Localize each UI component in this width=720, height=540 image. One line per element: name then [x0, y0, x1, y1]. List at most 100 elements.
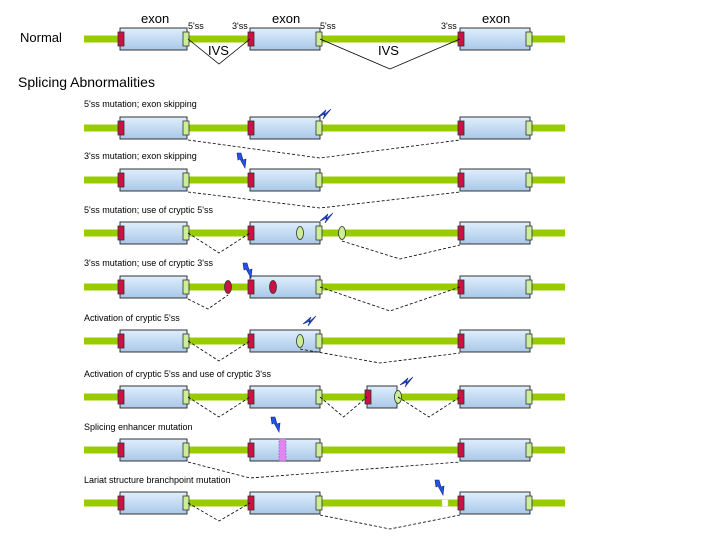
exon-box	[459, 385, 531, 409]
splice-site-5ss	[525, 389, 533, 405]
splice-site-5ss	[525, 120, 533, 136]
oval-marker-icon	[224, 280, 232, 294]
splice-site-3ss	[117, 495, 125, 511]
splice-site-5ss	[315, 172, 323, 188]
splice-site-5ss	[525, 172, 533, 188]
lightning-icon	[270, 416, 281, 433]
splice-site-5ss	[525, 333, 533, 349]
splice-site-5ss	[182, 225, 190, 241]
lightning-icon	[236, 152, 247, 169]
splice-site-5ss	[525, 279, 533, 295]
splice-site-5ss	[315, 389, 323, 405]
exon-box	[249, 329, 321, 353]
splicing-line	[187, 232, 251, 254]
splice-site-5ss	[182, 495, 190, 511]
exon-box	[249, 116, 321, 140]
splice-site-5ss	[182, 442, 190, 458]
exon-label-3: exon	[482, 11, 511, 26]
section-title: Splicing Abnormalities	[18, 74, 155, 90]
splice-site-3ss	[457, 389, 465, 405]
splice-site-3ss	[117, 333, 125, 349]
splicing-line	[187, 191, 461, 209]
enhancer-box-icon	[278, 438, 287, 462]
splicing-line	[187, 340, 251, 362]
splicing-line	[187, 396, 251, 418]
splice-site-5ss	[315, 333, 323, 349]
splicing-line	[187, 139, 461, 159]
exon-box	[459, 275, 531, 299]
lightning-icon	[434, 479, 445, 496]
row-title-3ss-skip: 3'ss mutation; exon skipping	[84, 151, 197, 161]
splice-site-5ss	[315, 31, 323, 47]
exon-box	[249, 275, 321, 299]
exon-box	[249, 491, 321, 515]
exon-box	[119, 385, 188, 409]
splice-site-3ss	[247, 120, 255, 136]
splice-site-3ss	[117, 389, 125, 405]
ivs-label-b: IVS	[378, 43, 399, 58]
splice-site-3ss	[247, 31, 255, 47]
splice-site-3ss	[457, 31, 465, 47]
splice-site-3ss	[247, 172, 255, 188]
splicing-line	[187, 502, 251, 522]
splicing-line	[397, 396, 461, 418]
ss3-label-b: 3'ss	[441, 21, 457, 31]
splice-site-5ss	[182, 333, 190, 349]
row-title-branchpoint: Lariat structure branchpoint mutation	[84, 475, 231, 485]
splice-site-5ss	[315, 120, 323, 136]
splice-site-5ss	[182, 172, 190, 188]
splice-site-5ss	[525, 495, 533, 511]
intron-line	[84, 283, 565, 291]
exon-box	[459, 116, 531, 140]
splice-site-3ss	[117, 442, 125, 458]
splice-site-3ss	[247, 442, 255, 458]
ss3-label-a: 3'ss	[232, 21, 248, 31]
splice-site-3ss	[117, 120, 125, 136]
exon-box	[459, 329, 531, 353]
exon-box	[459, 27, 531, 51]
row-title-activation-5ss: Activation of cryptic 5'ss	[84, 313, 180, 323]
exon-box	[459, 221, 531, 245]
lightning-icon	[302, 315, 317, 327]
oval-marker-icon	[269, 280, 277, 294]
splice-site-5ss	[525, 225, 533, 241]
exon-label-2: exon	[272, 11, 301, 26]
exon-box	[459, 438, 531, 462]
exon-box	[119, 27, 188, 51]
splicing-line	[319, 38, 461, 70]
splicing-line	[319, 514, 461, 530]
splice-site-5ss	[525, 31, 533, 47]
splicing-line	[187, 461, 461, 479]
intron-line	[84, 124, 565, 132]
splice-site-3ss	[364, 389, 372, 405]
exon-label-1: exon	[141, 11, 170, 26]
splice-site-3ss	[457, 442, 465, 458]
splice-site-3ss	[457, 495, 465, 511]
splice-site-5ss	[525, 442, 533, 458]
ss5-label-a: 5'ss	[188, 21, 204, 31]
exon-box	[249, 221, 321, 245]
lightning-icon	[317, 108, 332, 120]
splice-site-5ss	[315, 225, 323, 241]
splice-site-3ss	[457, 225, 465, 241]
ivs-label-a: IVS	[208, 43, 229, 58]
splice-site-3ss	[457, 172, 465, 188]
exon-box	[119, 438, 188, 462]
splice-site-5ss	[315, 442, 323, 458]
oval-marker-icon	[296, 226, 304, 240]
splicing-line	[187, 294, 229, 310]
exon-box	[459, 168, 531, 192]
splice-site-3ss	[117, 31, 125, 47]
row-title-enhancer: Splicing enhancer mutation	[84, 422, 193, 432]
oval-marker-icon	[296, 334, 304, 348]
splice-site-3ss	[457, 120, 465, 136]
normal-label: Normal	[20, 30, 62, 45]
lightning-icon	[319, 212, 334, 224]
exon-box	[119, 329, 188, 353]
row-title-5ss-skip: 5'ss mutation; exon skipping	[84, 99, 197, 109]
splicing-line	[341, 240, 461, 260]
exon-box	[249, 27, 321, 51]
intron-line	[84, 229, 565, 237]
